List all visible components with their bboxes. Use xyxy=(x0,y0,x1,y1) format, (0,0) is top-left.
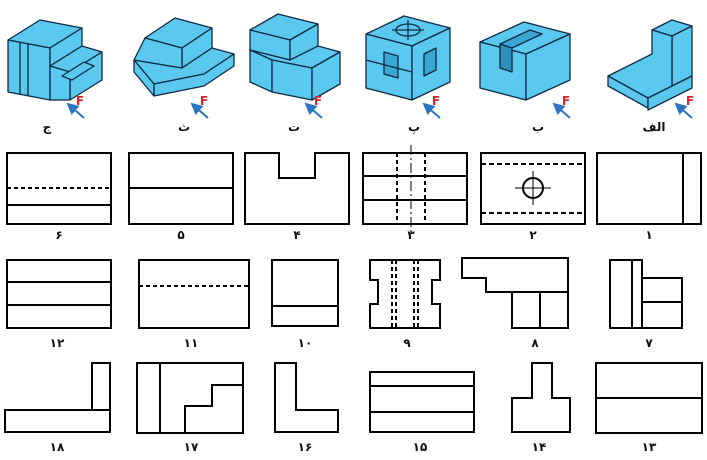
view-number-16: ۱۶ xyxy=(297,440,313,454)
view-number-6: ۶ xyxy=(55,228,63,242)
view-7 xyxy=(609,259,683,329)
isometric-solid-pe xyxy=(365,15,451,101)
arrow-label: F xyxy=(685,94,695,108)
view-direction-arrow xyxy=(304,102,323,119)
view-9 xyxy=(369,259,441,329)
isometric-solid-jim xyxy=(7,19,103,101)
view-number-3: ۳ xyxy=(407,228,415,242)
view-number-9: ۹ xyxy=(403,336,411,350)
view-1 xyxy=(596,152,702,225)
iso-label-pe: پ xyxy=(407,120,421,134)
iso-label-te: ت xyxy=(287,120,301,134)
view-number-14: ۱۴ xyxy=(531,440,547,454)
arrow-label: F xyxy=(75,94,85,108)
view-direction-arrow xyxy=(422,102,441,119)
iso-label-alef: الف xyxy=(642,120,666,134)
view-15 xyxy=(369,371,475,433)
view-number-1: ۱ xyxy=(645,228,653,242)
view-number-13: ۱۳ xyxy=(641,440,657,454)
isometric-solid-te xyxy=(249,13,341,101)
view-direction-arrow xyxy=(552,102,571,119)
view-number-10: ۱۰ xyxy=(297,336,313,350)
arrow-label: F xyxy=(313,94,323,108)
isometric-solid-be xyxy=(479,21,571,101)
view-number-4: ۴ xyxy=(293,228,301,242)
view-number-17: ۱۷ xyxy=(183,440,199,454)
isometric-solid-alef xyxy=(607,19,693,111)
iso-label-jim: ج xyxy=(42,120,52,134)
view-12 xyxy=(6,259,112,329)
isometric-solid-se xyxy=(133,17,235,97)
view-5 xyxy=(128,152,234,225)
view-number-7: ۷ xyxy=(645,336,653,350)
arrow-label: F xyxy=(431,94,441,108)
view-8 xyxy=(461,257,569,329)
view-number-11: ۱۱ xyxy=(183,336,199,350)
view-number-8: ۸ xyxy=(531,336,539,350)
view-14 xyxy=(511,362,571,433)
view-number-2: ۲ xyxy=(529,228,537,242)
view-number-5: ۵ xyxy=(177,228,185,242)
view-13 xyxy=(595,362,703,434)
view-number-18: ۱۸ xyxy=(49,440,65,454)
view-11 xyxy=(138,259,250,329)
view-direction-arrow xyxy=(66,102,85,119)
view-2 xyxy=(480,152,586,225)
iso-label-be: ب xyxy=(531,120,545,134)
view-4 xyxy=(244,152,350,225)
view-number-12: ۱۲ xyxy=(49,336,65,350)
arrow-label: F xyxy=(199,94,209,108)
view-direction-arrow xyxy=(674,102,693,119)
view-17 xyxy=(136,362,244,434)
view-18 xyxy=(4,362,111,433)
view-direction-arrow xyxy=(190,102,209,119)
view-number-15: ۱۵ xyxy=(412,440,428,454)
view-10 xyxy=(271,259,339,327)
iso-label-se: ث xyxy=(177,120,191,134)
view-16 xyxy=(274,362,339,433)
view-6 xyxy=(6,152,112,225)
view-3 xyxy=(362,145,468,232)
arrow-label: F xyxy=(561,94,571,108)
